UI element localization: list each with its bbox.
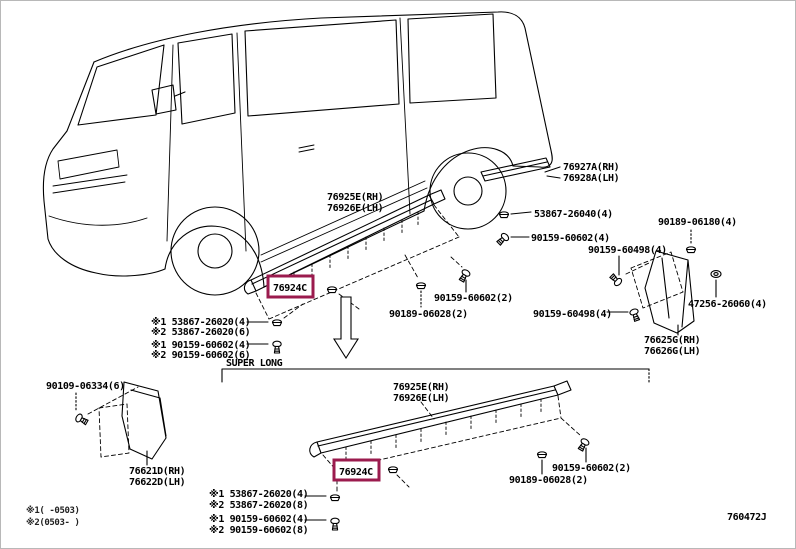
screw-icon: [330, 517, 340, 531]
part-label-screw-60602-2-sl[interactable]: 90159-60602(2): [552, 463, 631, 474]
super-long-moulding-shape: [309, 380, 582, 471]
part-label-76928a[interactable]: 76928A(LH): [563, 173, 620, 184]
note-line-sl-3[interactable]: ※1 90159-60602(4): [209, 513, 309, 525]
part-label-screw-60498-a[interactable]: 90159-60498(4): [588, 245, 667, 256]
van-illustration: [42, 11, 553, 296]
part-label-76621d[interactable]: 76621D(RH): [129, 466, 186, 477]
part-label-76924c-std[interactable]: 76924C: [273, 283, 308, 294]
part-label-bolt-06334[interactable]: 90109-06334(6): [46, 381, 125, 392]
screw-icon: [457, 267, 472, 284]
figure-code: 760472J: [727, 512, 766, 523]
part-label-76622d[interactable]: 76622D(LH): [129, 477, 186, 488]
legend-line-2: ※2(0503- ): [26, 517, 80, 528]
part-label-76625g[interactable]: 76625G(RH): [644, 335, 701, 346]
retainer-clip-icon: [498, 211, 510, 219]
screw-icon: [272, 340, 282, 354]
section-arrow-down-icon: [333, 296, 359, 360]
part-label-76926e-std[interactable]: 76926E(LH): [327, 203, 384, 214]
part-label-screw-60602-4[interactable]: 90159-60602(4): [531, 233, 610, 244]
legend-line-1: ※1( -0503): [26, 505, 80, 516]
part-label-clip-06180[interactable]: 90189-06180(4): [658, 217, 737, 228]
clip-icon: [329, 494, 341, 502]
part-label-76927a[interactable]: 76927A(RH): [563, 162, 620, 173]
clip-icon: [387, 466, 399, 474]
part-label-grommet[interactable]: 47256-26060(4): [688, 299, 767, 310]
part-label-76925e-std[interactable]: 76925E(RH): [327, 192, 384, 203]
clip-icon: [685, 246, 697, 254]
screw-icon: [576, 436, 591, 453]
clip-icon: [415, 282, 427, 290]
part-label-76626g[interactable]: 76626G(LH): [644, 346, 701, 357]
grommet-icon: [710, 270, 722, 278]
clip-icon: [326, 286, 338, 294]
note-line-sl-4[interactable]: ※2 90159-60602(8): [209, 524, 309, 536]
note-line-std-1[interactable]: ※1 53867-26020(4): [151, 316, 251, 328]
rear-mudguard-shape: [630, 250, 695, 334]
part-label-retainer[interactable]: 53867-26040(4): [534, 209, 613, 220]
clip-icon: [271, 319, 283, 327]
front-mudguard-shape: [87, 381, 167, 460]
super-long-bracket: [221, 368, 650, 385]
super-long-section-drawing: [73, 380, 591, 531]
part-label-screw-60602-2-std[interactable]: 90159-60602(2): [434, 293, 513, 304]
note-line-std-3[interactable]: ※1 90159-60602(4): [151, 339, 251, 351]
clip-icon: [536, 451, 548, 459]
part-label-screw-60498-b[interactable]: 90159-60498(4): [533, 309, 612, 320]
highlighted-part-box-standard[interactable]: [266, 274, 315, 299]
part-label-clip-06028-sl[interactable]: 90189-06028(2): [509, 475, 588, 486]
note-line-std-2[interactable]: ※2 53867-26020(6): [151, 326, 251, 338]
screw-icon: [628, 307, 642, 323]
note-line-sl-2[interactable]: ※2 53867-26020(8): [209, 499, 309, 511]
part-label-76924c-sl[interactable]: 76924C: [339, 467, 374, 478]
note-line-sl-1[interactable]: ※1 53867-26020(4): [209, 488, 309, 500]
screw-icon: [608, 272, 624, 288]
bolt-icon: [73, 412, 90, 427]
screw-icon: [495, 231, 511, 247]
part-label-clip-06028-std[interactable]: 90189-06028(2): [389, 309, 468, 320]
note-line-std-4[interactable]: ※2 90159-60602(6): [151, 349, 251, 361]
rear-rocker-moulding-shape: [480, 157, 551, 182]
part-label-76926e-sl[interactable]: 76926E(LH): [393, 393, 450, 404]
highlighted-part-box-super-long[interactable]: [332, 458, 381, 482]
part-label-76925e-sl[interactable]: 76925E(RH): [393, 382, 450, 393]
section-title-super-long: SUPER LONG: [226, 358, 283, 369]
